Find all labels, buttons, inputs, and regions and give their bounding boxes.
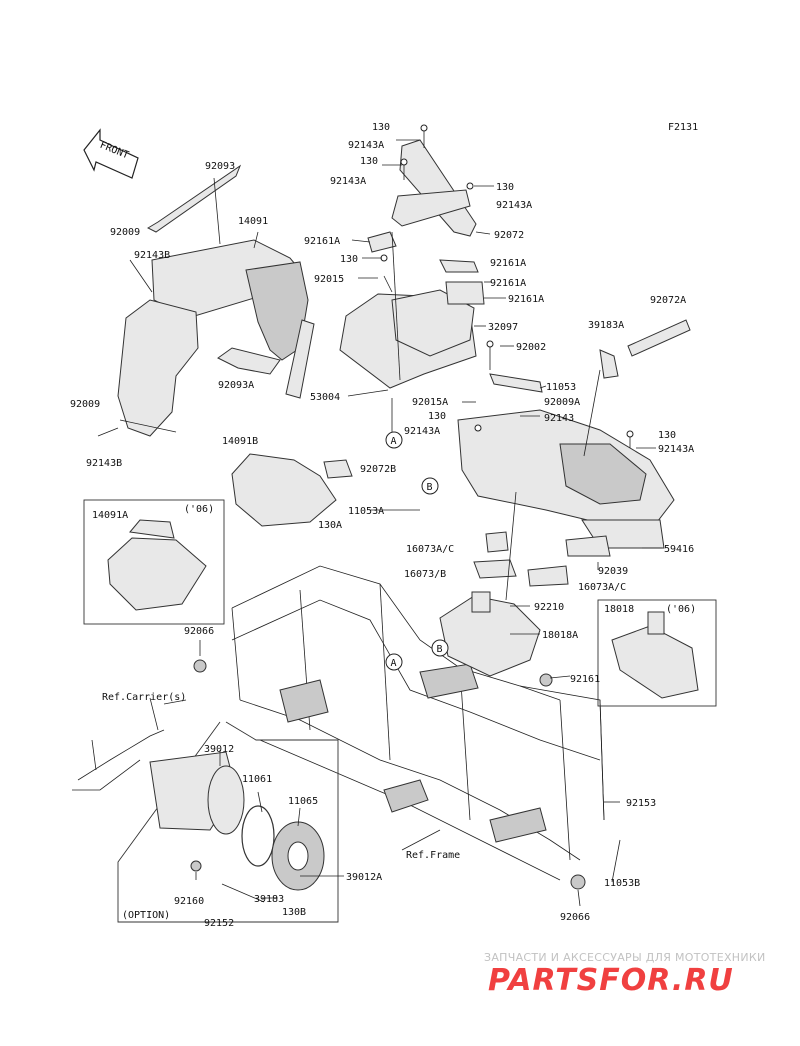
part-label-130-4: 130 <box>340 254 358 265</box>
part-label-92161: 92161 <box>570 674 600 685</box>
part-label-92143a-3: 92143A <box>496 200 532 211</box>
part-label-39012a: 39012A <box>346 872 382 883</box>
svg-text:A: A <box>391 436 397 447</box>
front-arrow-icon: FRONT <box>83 128 139 179</box>
part-label-92152: 92152 <box>204 918 234 929</box>
part-label-53004: 53004 <box>310 392 340 403</box>
part-label-14091b: 14091B <box>222 436 258 447</box>
callout-b-top: B <box>421 477 439 495</box>
ref-carrier <box>72 697 165 791</box>
part-label-92210: 92210 <box>534 602 564 613</box>
watermark-logo: PARTSFOR.RU <box>488 963 734 998</box>
part-label-130-6: 130 <box>658 430 676 441</box>
part-label-92072b: 92072B <box>360 464 396 475</box>
option-label: (OPTION) <box>122 910 170 921</box>
part-label-92093a: 92093A <box>218 380 254 391</box>
part-label-92143b-bottom: 92143B <box>86 458 122 469</box>
part-label-16073b: 16073/B <box>404 569 446 580</box>
part-label-92161a-4: 92161A <box>508 294 544 305</box>
part-label-92066-bottom: 92066 <box>560 912 590 923</box>
part-label-92066-top: 92066 <box>184 626 214 637</box>
part-label-59416: 59416 <box>664 544 694 555</box>
part-label-92143a-2: 92143A <box>330 176 366 187</box>
part-label-92093: 92093 <box>205 161 235 172</box>
part-label-92161a-1: 92161A <box>304 236 340 247</box>
part-label-16073ac-1: 16073A/C <box>406 544 454 555</box>
part-label-92009a: 92009A <box>544 397 580 408</box>
part-label-130-5: 130 <box>428 411 446 422</box>
part-label-92009-top: 92009 <box>110 227 140 238</box>
part-label-11053a: 11053A <box>348 506 384 517</box>
part-label-92161a-3: 92161A <box>490 278 526 289</box>
part-label-92039: 92039 <box>598 566 628 577</box>
option-storage-box <box>117 721 339 923</box>
left-fender-assembly <box>97 164 315 437</box>
callout-a-top: A <box>385 431 403 449</box>
part-label-06-left: ('06) <box>184 504 214 515</box>
right-tray-assembly <box>457 319 691 601</box>
center-tray-assembly <box>339 124 491 432</box>
part-label-92072: 92072 <box>494 230 524 241</box>
part-label-11065: 11065 <box>288 796 318 807</box>
part-label-92072a: 92072A <box>650 295 686 306</box>
part-label-16073ac-2: 16073A/C <box>578 582 626 593</box>
svg-text:B: B <box>427 482 433 493</box>
part-label-14091: 14091 <box>238 216 268 227</box>
inset-box-18018 <box>597 599 717 707</box>
part-label-130-2: 130 <box>360 156 378 167</box>
inset-box-14091a <box>83 499 225 625</box>
part-label-92002: 92002 <box>516 342 546 353</box>
part-label-11061: 11061 <box>242 774 272 785</box>
part-label-39012: 39012 <box>204 744 234 755</box>
part-label-39183a: 39183A <box>588 320 624 331</box>
callout-a-frame: A <box>385 653 403 671</box>
part-label-92015a: 92015A <box>412 397 448 408</box>
watermark-tagline: ЗАПЧАСТИ И АКСЕССУАРЫ ДЛЯ МОТОТЕХНИКИ <box>484 951 766 964</box>
ref-frame-label: Ref.Frame <box>406 850 460 861</box>
part-label-92143: 92143 <box>544 413 574 424</box>
part-label-92015: 92015 <box>314 274 344 285</box>
part-label-06-right: ('06) <box>666 604 696 615</box>
part-label-92143a-1: 92143A <box>348 140 384 151</box>
cover-14091b <box>231 453 353 527</box>
ref-carrier-label: Ref.Carrier(s) <box>102 692 186 703</box>
part-label-130-1: 130 <box>372 122 390 133</box>
part-label-92143a-4: 92143A <box>404 426 440 437</box>
part-label-39183: 39183 <box>254 894 284 905</box>
part-label-130-3: 130 <box>496 182 514 193</box>
part-label-11053b: 11053B <box>604 878 640 889</box>
part-label-92143a-5: 92143A <box>658 444 694 455</box>
main-frame <box>193 565 605 890</box>
part-label-92153: 92153 <box>626 798 656 809</box>
part-label-11053: 11053 <box>546 382 576 393</box>
part-18018a-shape <box>439 591 541 677</box>
leader-lines <box>163 139 662 907</box>
part-label-130a: 130A <box>318 520 342 531</box>
part-label-92160: 92160 <box>174 896 204 907</box>
callout-b-frame: B <box>431 639 449 657</box>
part-label-92143b-top: 92143B <box>134 250 170 261</box>
watermark: ЗАПЧАСТИ И АКСЕССУАРЫ ДЛЯ МОТОТЕХНИКИ PA… <box>484 951 766 998</box>
part-label-18018a: 18018A <box>542 630 578 641</box>
strip-92093 <box>146 164 242 233</box>
figure-code: F2131 <box>668 122 698 133</box>
part-label-14091a: 14091A <box>92 510 128 521</box>
part-label-92161a-2: 92161A <box>490 258 526 269</box>
svg-text:B: B <box>437 644 443 655</box>
part-label-130b: 130B <box>282 907 306 918</box>
part-label-32097: 32097 <box>488 322 518 333</box>
part-label-18018: 18018 <box>604 604 634 615</box>
svg-text:A: A <box>391 658 397 669</box>
part-label-92009-bottom: 92009 <box>70 399 100 410</box>
